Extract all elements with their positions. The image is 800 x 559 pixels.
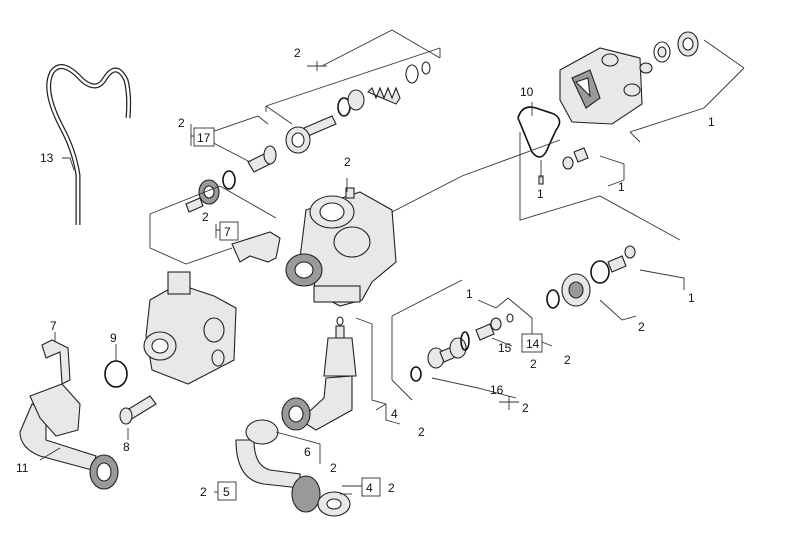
callout-label: 1 bbox=[466, 287, 473, 301]
part-7-clip-upper bbox=[231, 231, 281, 263]
part-2-central-valve-body bbox=[285, 187, 397, 307]
callout-label: 1 bbox=[537, 187, 544, 201]
callout-label: 2 bbox=[522, 401, 529, 415]
callout-label: 2 bbox=[564, 353, 571, 367]
callout-label: 1 bbox=[688, 291, 695, 305]
callout-label: 2 bbox=[638, 320, 645, 334]
part-2-upper-valve-set bbox=[285, 61, 431, 154]
callout-label: 16 bbox=[490, 383, 504, 397]
part-1-small-fittings bbox=[538, 147, 589, 185]
callout-label: 2 bbox=[344, 155, 351, 169]
part-9-o-ring bbox=[104, 360, 128, 388]
callout-label: 2 bbox=[530, 357, 537, 371]
callout-label: 15 bbox=[498, 341, 512, 355]
callout-label: 7 bbox=[224, 225, 231, 239]
part-2-right-valve-assembly bbox=[546, 245, 636, 309]
callout-label: 14 bbox=[526, 337, 540, 351]
label-boxes bbox=[193, 127, 543, 501]
part-11-inlet-elbow bbox=[19, 383, 119, 490]
callout-label: 1 bbox=[708, 115, 715, 129]
part-4-5-6-hose-assembly bbox=[235, 316, 357, 517]
callout-label: 5 bbox=[223, 485, 230, 499]
callout-label: 7 bbox=[50, 319, 57, 333]
part-13-wire-hook bbox=[46, 64, 132, 225]
callout-label: 2 bbox=[202, 210, 209, 224]
callout-label: 2 bbox=[200, 485, 207, 499]
callout-label: 11 bbox=[16, 461, 29, 475]
part-10-triangular-seal bbox=[517, 106, 561, 158]
callout-label: 6 bbox=[304, 445, 311, 459]
callout-label: 4 bbox=[366, 481, 373, 495]
part-14-15-16-check-valve bbox=[410, 313, 514, 382]
part-17-fitting-set bbox=[185, 145, 277, 213]
callout-label: 4 bbox=[391, 407, 398, 421]
callout-label: 2 bbox=[388, 481, 395, 495]
callout-label: 9 bbox=[110, 331, 117, 345]
callout-label: 2 bbox=[330, 461, 337, 475]
callout-label: 2 bbox=[418, 425, 425, 439]
callout-label: 1 bbox=[618, 180, 625, 194]
part-1-pump-head bbox=[559, 31, 699, 125]
callout-label: 8 bbox=[123, 440, 130, 454]
part-8-screw bbox=[119, 395, 157, 425]
callout-label: 17 bbox=[197, 131, 211, 145]
callout-labels: 2 2 17 13 2 2 7 10 1 1 1 1 2 7 9 8 11 1 … bbox=[16, 46, 715, 499]
pump-housing bbox=[143, 271, 237, 385]
callout-label: 2 bbox=[294, 46, 301, 60]
part-7-clip-lower bbox=[41, 339, 71, 385]
callout-label: 10 bbox=[520, 85, 534, 99]
callout-label: 2 bbox=[178, 116, 185, 130]
callout-label: 13 bbox=[40, 151, 54, 165]
